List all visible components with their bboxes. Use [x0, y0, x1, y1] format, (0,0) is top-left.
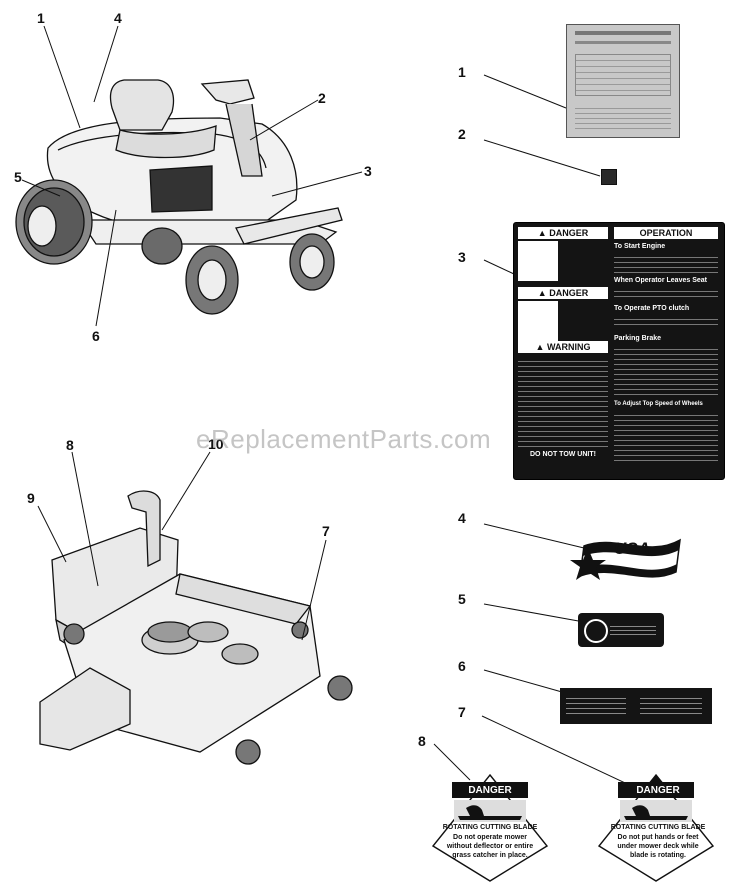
adjust-speed-heading: To Adjust Top Speed of Wheels — [614, 401, 703, 407]
pto-clutch-heading: To Operate PTO clutch — [614, 305, 690, 312]
danger-image-2 — [518, 301, 558, 341]
warning-triangle-icon: ▲ — [537, 288, 550, 298]
logo-icon — [584, 619, 608, 643]
danger-1-text: DANGER — [549, 228, 589, 238]
callout-decal-2: 2 — [458, 126, 466, 142]
decal-8-danger-blade — [432, 774, 548, 882]
warning-text: WARNING — [546, 342, 591, 352]
callout-decal-1: 1 — [458, 64, 466, 80]
callout-mower-2: 2 — [318, 90, 326, 106]
callout-deck-7: 7 — [322, 523, 330, 539]
decal-7-header: DANGER — [636, 785, 680, 796]
decal-7-line-1: Do not put hands or feet — [617, 834, 699, 841]
decal-7-line-3: blade is rotating. — [629, 852, 686, 859]
do-not-tow-text: DO NOT TOW UNIT! — [530, 451, 596, 458]
warning-triangle-icon: ▲ — [537, 228, 550, 238]
decal-8-line-3: grass catcher in place. — [452, 852, 528, 859]
callout-decal-5: 5 — [458, 591, 466, 607]
watermark: eReplacementParts.com — [196, 424, 492, 454]
danger-image-1 — [518, 241, 558, 281]
callout-deck-10: 10 — [208, 436, 224, 452]
warning-fine-print — [518, 357, 608, 449]
decal-8-line-2: without deflector or entire — [446, 843, 534, 850]
usa-text: USA — [614, 539, 650, 558]
parking-brake-heading: Parking Brake — [614, 335, 662, 342]
callout-mower-3: 3 — [364, 163, 372, 179]
decal-3-operation-panel: ▲ DANGER ▲ DANGER ▲ WARNING DO NOT TOW U… — [513, 222, 725, 480]
callout-mower-6: 6 — [92, 328, 100, 344]
decal-4-usa-flag — [570, 538, 681, 580]
operation-title: OPERATION — [614, 227, 718, 239]
start-engine-heading: To Start Engine — [614, 243, 666, 250]
danger-header-1: ▲ DANGER — [518, 227, 608, 239]
callout-decal-6: 6 — [458, 658, 466, 674]
callout-mower-5: 5 — [14, 169, 22, 185]
decal-8-title: ROTATING CUTTING BLADE — [442, 824, 538, 831]
callout-mower-4: 4 — [114, 10, 122, 26]
decal-6-info-label — [560, 688, 712, 724]
decal-1-info-label — [566, 24, 680, 138]
decal-2-small-label — [601, 169, 617, 185]
decal-7-title: ROTATING CUTTING BLADE — [610, 824, 706, 831]
decal-8-header: DANGER — [468, 785, 512, 796]
callout-decal-4: 4 — [458, 510, 466, 526]
decal-8-line-1: Do not operate mower — [453, 834, 527, 841]
callout-deck-8: 8 — [66, 437, 74, 453]
callout-decal-3: 3 — [458, 249, 466, 265]
decal-7-line-2: under mower deck while — [617, 843, 699, 850]
warning-header: ▲ WARNING — [518, 341, 608, 353]
danger-header-2: ▲ DANGER — [518, 287, 608, 299]
callout-decal-8: 8 — [418, 733, 426, 749]
decal-7-danger-blade — [598, 774, 714, 882]
leave-seat-heading: When Operator Leaves Seat — [614, 277, 707, 284]
danger-2-text: DANGER — [549, 288, 589, 298]
callout-deck-9: 9 — [27, 490, 35, 506]
callout-mower-1: 1 — [37, 10, 45, 26]
decal-5-logo-label — [578, 613, 664, 647]
warning-triangle-icon: ▲ — [535, 342, 547, 352]
callout-decal-7: 7 — [458, 704, 466, 720]
